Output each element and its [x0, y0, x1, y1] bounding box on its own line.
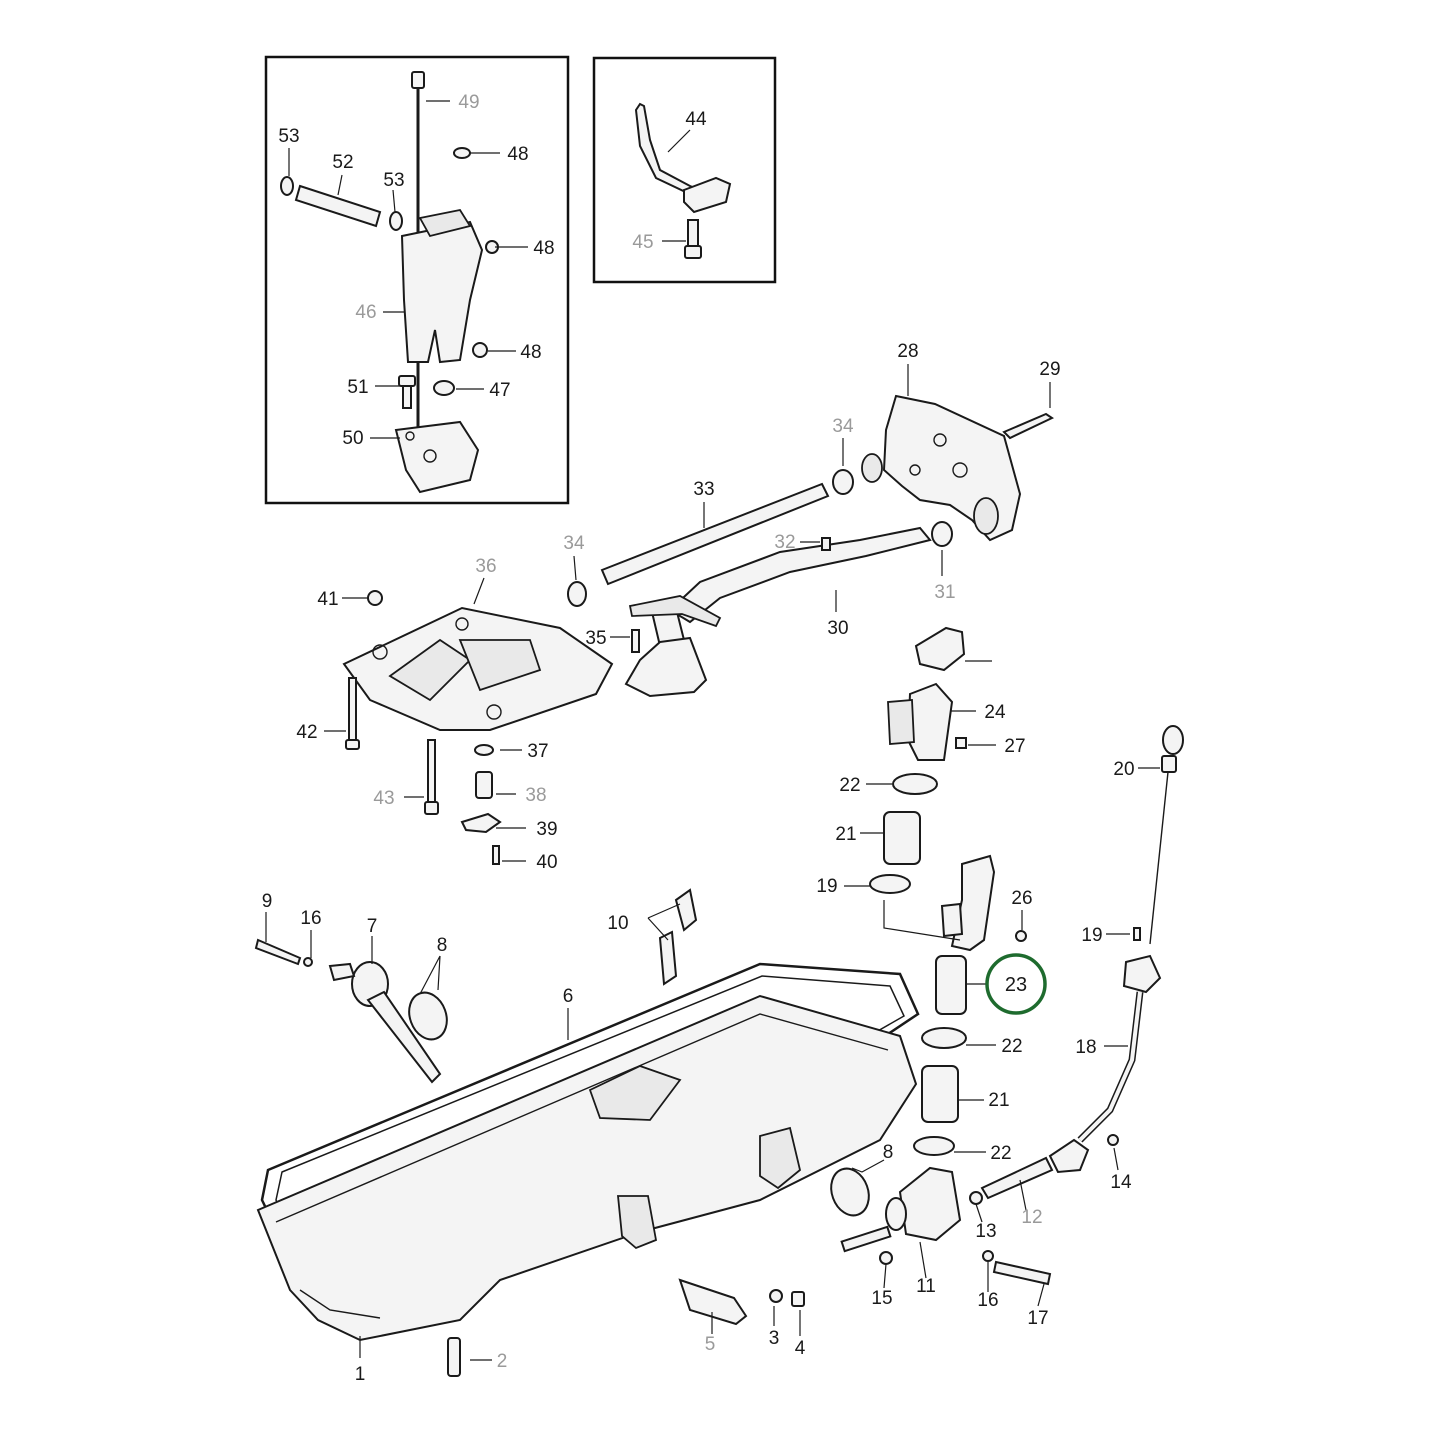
callout-29[interactable]: 29	[1039, 359, 1060, 380]
callout-33[interactable]: 33	[693, 479, 714, 500]
callout-17[interactable]: 17	[1027, 1308, 1048, 1329]
callout-22-middle[interactable]: 22	[1001, 1036, 1022, 1057]
callout-46[interactable]: 46	[355, 302, 376, 323]
callout-22-top[interactable]: 22	[839, 775, 860, 796]
callout-44[interactable]: 44	[685, 109, 707, 130]
callout-1[interactable]: 1	[355, 1364, 366, 1385]
oil-pipe-33	[567, 482, 830, 607]
callout-35[interactable]: 35	[585, 628, 606, 649]
callout-24[interactable]: 24	[984, 702, 1006, 723]
callout-49[interactable]: 49	[458, 92, 479, 113]
callout-38[interactable]: 38	[525, 785, 546, 806]
callout-32[interactable]: 32	[774, 532, 795, 553]
callout-26[interactable]: 26	[1011, 888, 1032, 909]
callout-45[interactable]: 45	[632, 232, 653, 253]
leader-lines	[265, 100, 1160, 1361]
callout-22-bottom[interactable]: 22	[990, 1143, 1011, 1164]
callout-39[interactable]: 39	[536, 819, 557, 840]
callout-12[interactable]: 12	[1021, 1207, 1042, 1228]
callout-52[interactable]: 52	[332, 152, 353, 173]
callout-34-left[interactable]: 34	[563, 533, 585, 554]
callout-8-left[interactable]: 8	[437, 935, 448, 956]
callout-36[interactable]: 36	[475, 556, 496, 577]
callout-53-left[interactable]: 53	[278, 126, 299, 147]
callout-4[interactable]: 4	[795, 1338, 806, 1359]
dipstick-assembly	[1048, 725, 1184, 1174]
callout-48-top[interactable]: 48	[507, 144, 528, 165]
callout-34-top[interactable]: 34	[832, 416, 854, 437]
callout-42[interactable]: 42	[296, 722, 317, 743]
oil-filter-housing	[832, 394, 1055, 547]
callout-16-bottom[interactable]: 16	[977, 1290, 998, 1311]
oil-pan	[254, 888, 920, 1377]
callout-15[interactable]: 15	[871, 1288, 892, 1309]
callout-43[interactable]: 43	[373, 788, 394, 809]
callout-51[interactable]: 51	[347, 377, 368, 398]
callout-19-left[interactable]: 19	[816, 876, 837, 897]
callout-21-bottom[interactable]: 21	[988, 1090, 1009, 1111]
callout-20[interactable]: 20	[1113, 759, 1134, 780]
oil-filler-assembly	[840, 626, 1054, 1286]
callout-labels: 1 2 3 4 5 6 7 8 8 9 10 11 12 13 14 15 16…	[262, 92, 1135, 1385]
callout-50[interactable]: 50	[342, 428, 363, 449]
callout-53-right[interactable]: 53	[383, 170, 404, 191]
callout-40[interactable]: 40	[536, 852, 557, 873]
callout-16-top[interactable]: 16	[300, 908, 321, 929]
oil-pickup-pipe	[624, 526, 932, 698]
callout-14[interactable]: 14	[1110, 1172, 1132, 1193]
callout-28[interactable]: 28	[897, 341, 918, 362]
callout-2[interactable]: 2	[497, 1351, 508, 1372]
callout-6[interactable]: 6	[563, 986, 574, 1007]
callout-47[interactable]: 47	[489, 380, 510, 401]
callout-7[interactable]: 7	[367, 916, 378, 937]
callout-3[interactable]: 3	[769, 1328, 780, 1349]
callout-11[interactable]: 11	[916, 1276, 936, 1297]
callout-10[interactable]: 10	[607, 913, 628, 934]
callout-5[interactable]: 5	[705, 1334, 716, 1355]
callout-48-bottom[interactable]: 48	[520, 342, 541, 363]
callout-21-top[interactable]: 21	[835, 824, 856, 845]
callout-8-right[interactable]: 8	[883, 1142, 894, 1163]
highlight-ring-23[interactable]	[985, 953, 1047, 1015]
callout-37[interactable]: 37	[527, 741, 548, 762]
callout-19-right[interactable]: 19	[1081, 925, 1102, 946]
oil-pump-assembly	[280, 71, 499, 494]
callout-31[interactable]: 31	[934, 582, 955, 603]
callout-27[interactable]: 27	[1004, 736, 1025, 757]
windage-tray	[342, 590, 614, 865]
callout-30[interactable]: 30	[827, 618, 848, 639]
oil-pipe-44	[634, 102, 732, 259]
callout-13[interactable]: 13	[975, 1221, 996, 1242]
callout-18[interactable]: 18	[1075, 1037, 1096, 1058]
inset-oil-pipe-frame	[592, 56, 777, 284]
callout-48-middle[interactable]: 48	[533, 238, 554, 259]
callout-41[interactable]: 41	[317, 589, 338, 610]
callout-23[interactable]: 23	[1005, 974, 1027, 996]
callout-9[interactable]: 9	[262, 891, 273, 912]
